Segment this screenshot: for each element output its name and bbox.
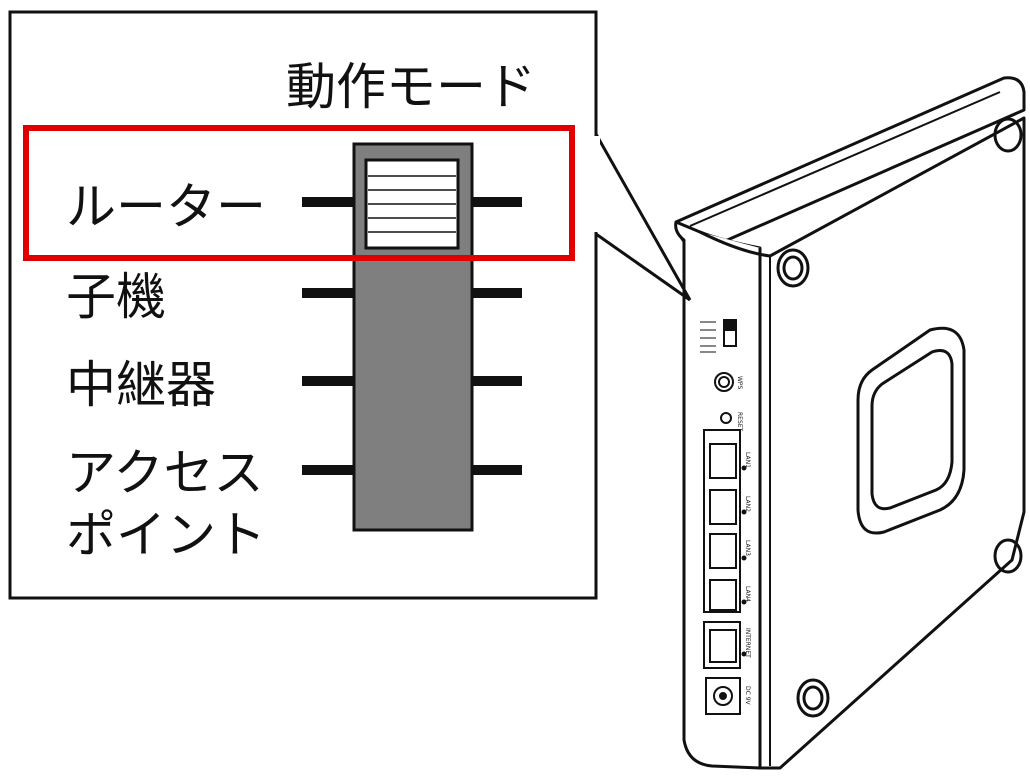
wps-label: WPS bbox=[736, 376, 743, 390]
dc-power-jack[interactable] bbox=[713, 686, 733, 706]
callout-title: 動作モード bbox=[286, 58, 536, 116]
mode-label-client: 子機 bbox=[66, 268, 166, 326]
switch-ticks bbox=[302, 197, 522, 475]
mode-switch-illustration bbox=[302, 142, 522, 532]
reset-label: RESET bbox=[736, 412, 743, 432]
mode-label-access-point-line2: ポイント bbox=[66, 506, 266, 564]
internet-port[interactable] bbox=[709, 629, 737, 663]
lan1-label: LAN1 bbox=[744, 452, 751, 468]
lan-port-3[interactable] bbox=[709, 533, 737, 569]
lan2-label: LAN2 bbox=[744, 496, 751, 512]
back-panel-labels: WPS RESET LAN1 LAN2 LAN3 LAN4 INTERNET D… bbox=[736, 376, 751, 706]
mode-label-repeater: 中継器 bbox=[66, 356, 216, 414]
lan-port-2[interactable] bbox=[709, 489, 737, 525]
reset-hole[interactable] bbox=[720, 412, 732, 424]
mode-label-access-point-line1: アクセス bbox=[66, 444, 264, 502]
lan-port-4[interactable] bbox=[709, 579, 737, 611]
router-device bbox=[674, 76, 1026, 770]
router-back-panel bbox=[700, 319, 747, 715]
wps-button[interactable] bbox=[714, 372, 734, 392]
selected-mode-highlight bbox=[23, 125, 575, 261]
lan-port-1[interactable] bbox=[709, 443, 737, 479]
lan-ports bbox=[709, 443, 737, 611]
callout-box bbox=[8, 10, 598, 600]
lan4-label: LAN4 bbox=[744, 586, 751, 602]
mode-label-access-point: アクセス ポイント bbox=[66, 444, 279, 564]
power-label: DC 9V bbox=[744, 686, 751, 706]
internet-label: INTERNET bbox=[744, 628, 751, 658]
mode-labels: ルーター 子機 中継器 アクセス ポイント bbox=[66, 178, 279, 564]
mode-label-router: ルーター bbox=[66, 178, 266, 236]
lan3-label: LAN3 bbox=[744, 540, 751, 556]
callout-pointer bbox=[594, 133, 692, 302]
